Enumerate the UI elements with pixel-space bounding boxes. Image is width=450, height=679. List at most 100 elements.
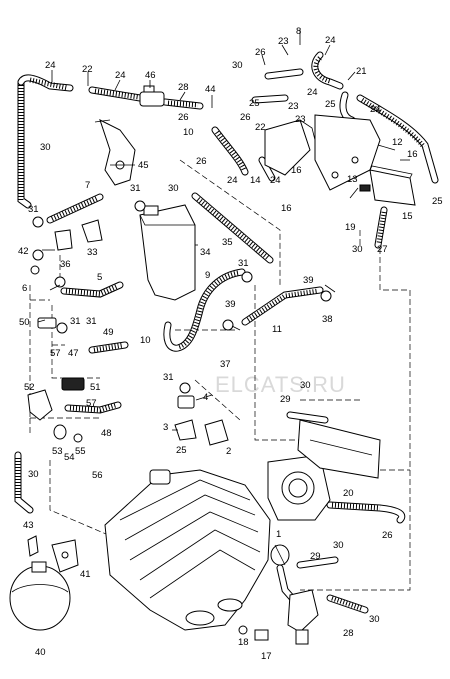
callout-label: 24 <box>45 60 56 71</box>
callout-label: 17 <box>261 651 272 662</box>
hose-49-48 <box>64 341 129 414</box>
hose-7 <box>46 193 104 224</box>
callout-label: 10 <box>140 335 151 346</box>
callout-label: 50 <box>19 317 30 328</box>
callout-label: 54 <box>64 452 75 463</box>
hose-30-left <box>17 74 74 209</box>
connector-36 <box>54 229 73 251</box>
callout-label: 14 <box>250 175 261 186</box>
callout-label: 30 <box>333 540 344 551</box>
hose-35 <box>191 192 274 264</box>
callout-label: 35 <box>222 237 233 248</box>
bracket-2 <box>204 419 229 446</box>
callout-label: 39 <box>303 275 314 286</box>
callout-label: 5 <box>97 272 102 283</box>
callout-label: 8 <box>296 26 301 37</box>
callout-label: 23 <box>278 36 289 47</box>
bolt-18-17 <box>238 625 269 641</box>
callout-label: 26 <box>382 530 393 541</box>
callout-label: 24 <box>227 175 238 186</box>
callout-label: 25 <box>325 99 336 110</box>
throttle-body <box>267 419 381 521</box>
callout-label: 47 <box>68 348 79 359</box>
bracket-52 <box>27 389 53 421</box>
callout-label: 30 <box>300 380 311 391</box>
callout-label: 22 <box>82 64 93 75</box>
hose-27 <box>374 206 388 249</box>
callout-label: 24 <box>370 104 381 115</box>
callout-label: 21 <box>356 66 367 77</box>
callout-label: 42 <box>18 246 29 257</box>
callout-label: 28 <box>178 82 189 93</box>
callout-label: 31 <box>70 316 81 327</box>
callout-label: 39 <box>225 299 236 310</box>
callout-label: 10 <box>183 127 194 138</box>
callout-label: 30 <box>352 244 363 255</box>
callout-label: 19 <box>345 222 356 233</box>
callout-label: 49 <box>103 327 114 338</box>
callout-label: 31 <box>28 204 39 215</box>
hose-5 <box>60 281 124 298</box>
callout-label: 31 <box>86 316 97 327</box>
callout-label: 15 <box>402 211 413 222</box>
connector-50 <box>37 317 57 329</box>
pointer-lines <box>37 30 410 431</box>
callout-label: 23 <box>295 114 306 125</box>
valve-46 <box>139 85 165 107</box>
callout-label: 1 <box>276 529 281 540</box>
valve-4 <box>177 395 195 409</box>
callout-label: 20 <box>343 488 354 499</box>
callout-label: 24 <box>115 70 126 81</box>
carbon-canister-34 <box>139 204 196 301</box>
hose-29-upper <box>286 411 329 424</box>
valve-28 <box>287 589 319 645</box>
callout-label: 22 <box>255 122 266 133</box>
sensor-51 <box>61 377 85 391</box>
callout-label: 30 <box>28 469 39 480</box>
callout-label: 29 <box>280 394 291 405</box>
callout-label: 26 <box>178 112 189 123</box>
bracket-41 <box>51 539 79 573</box>
hose-9 <box>163 268 246 352</box>
callout-label: 6 <box>22 283 27 294</box>
clamp-42 <box>30 249 44 275</box>
callout-label: 28 <box>343 628 354 639</box>
callout-label: 37 <box>220 359 231 370</box>
callout-label: 24 <box>325 35 336 46</box>
callout-label: 25 <box>176 445 187 456</box>
hose-26-lower <box>326 501 406 524</box>
clip-43 <box>27 535 39 557</box>
part-1 <box>270 544 290 566</box>
callout-label: 26 <box>240 112 251 123</box>
callout-label: 30 <box>168 183 179 194</box>
callout-label: 3 <box>163 422 168 433</box>
intake-manifold <box>104 469 271 631</box>
callout-label: 30 <box>40 142 51 153</box>
hose-upper-right <box>211 51 439 184</box>
holder-3 <box>174 419 197 441</box>
callout-labels: 8 23 24 26 30 21 24 22 24 46 28 44 25 23… <box>18 26 443 662</box>
callout-label: 7 <box>85 180 90 191</box>
callout-label: 12 <box>392 137 403 148</box>
callout-label: 16 <box>281 203 292 214</box>
callout-label: 34 <box>200 247 211 258</box>
callout-label: 16 <box>407 149 418 160</box>
callout-label: 45 <box>138 160 149 171</box>
callout-label: 30 <box>369 614 380 625</box>
callout-label: 36 <box>60 259 71 270</box>
callout-label: 25 <box>249 98 260 109</box>
callout-label: 2 <box>226 446 231 457</box>
vacuum-reservoir-40 <box>9 561 71 631</box>
callout-label: 53 <box>52 446 63 457</box>
callout-label: 57 <box>86 398 97 409</box>
callout-label: 25 <box>432 196 443 207</box>
callout-label: 27 <box>377 244 388 255</box>
callout-label: 43 <box>23 520 34 531</box>
hose-11 <box>241 286 324 326</box>
watermark: ELCATS.RU <box>215 372 346 397</box>
grommet-53 <box>53 424 83 443</box>
callout-label: 26 <box>255 47 266 58</box>
callout-label: 9 <box>205 270 210 281</box>
callout-label: 31 <box>163 372 174 383</box>
